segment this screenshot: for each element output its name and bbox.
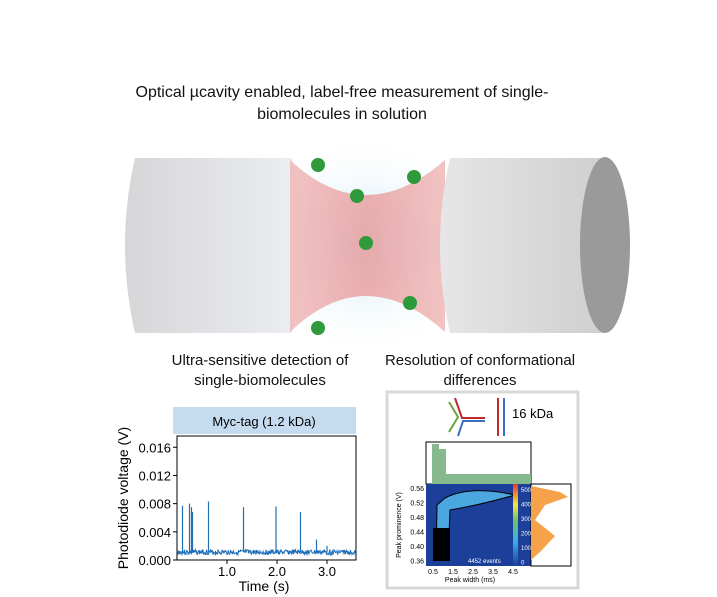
- inset-y-tick: 0.56: [410, 486, 424, 493]
- colorbar-tick: 500: [521, 488, 532, 494]
- inset-x-tick: 2.5: [468, 569, 478, 576]
- events-label: 4452 events: [468, 559, 501, 565]
- conformation-inset: 16 kDa 4452 events 0.5 1.5 2.5 3.5 4.5 0.56 0.…: [385, 390, 580, 590]
- protein-icon: [359, 236, 373, 250]
- inset-y-tick: 0.40: [410, 544, 424, 551]
- inset-y-tick: 0.44: [410, 530, 424, 537]
- right-histogram: [531, 486, 568, 560]
- protein-icon: [407, 170, 421, 184]
- chart-title: Myc-tag (1.2 kDa): [212, 414, 315, 429]
- protein-icon: [403, 296, 417, 310]
- protein-icon: [311, 158, 325, 172]
- y-tick-label: 0.000: [138, 553, 171, 568]
- colorbar-tick: 0: [521, 561, 525, 567]
- y-tick-label: 0.004: [138, 525, 171, 540]
- protein-molecules: [311, 158, 421, 335]
- caption-conformation: Resolution of conformational differences: [384, 352, 576, 389]
- colorbar-tick: 400: [521, 503, 532, 509]
- inset-x-tick: 0.5: [428, 569, 438, 576]
- protein-icon: [311, 321, 325, 335]
- plot-area: [176, 435, 357, 561]
- x-axis-label: Time (s): [239, 578, 290, 594]
- trace-chart: Myc-tag (1.2 kDa) 0.000 0.004 0.008 0.012 0.…: [115, 407, 357, 594]
- top-histogram: [432, 444, 531, 484]
- chart-header: [173, 407, 356, 434]
- colorbar-tick: 200: [521, 532, 532, 538]
- inset-y-tick: 0.36: [410, 559, 424, 566]
- y-tick-label: 0.016: [138, 440, 171, 455]
- x-tick-label: 3.0: [318, 564, 336, 579]
- inset-y-label: Peak prominence (V): [396, 492, 403, 558]
- caption-detection: Ultra-sensitive detection of single-biom…: [171, 352, 349, 389]
- right-mirror: [440, 157, 630, 333]
- colorbar-tick: 100: [521, 546, 532, 552]
- figure-title: Optical µcavity enabled, label-free meas…: [135, 84, 549, 123]
- protein-icon: [350, 189, 364, 203]
- mass-label: 16 kDa: [512, 406, 554, 421]
- left-mirror: [125, 158, 301, 333]
- y-axis-label: Photodiode voltage (V): [115, 427, 131, 569]
- inset-y-tick: 0.52: [410, 501, 424, 508]
- contour: [435, 490, 516, 561]
- inset-x-tick: 4.5: [508, 569, 518, 576]
- x-tick-label: 1.0: [218, 564, 236, 579]
- baseline-noise: [176, 548, 357, 557]
- y-tick-label: 0.012: [138, 468, 171, 483]
- trace-series: [176, 501, 357, 557]
- inset-y-tick: 0.48: [410, 515, 424, 522]
- dna-structure-icon: [448, 397, 505, 437]
- colorbar-tick: 300: [521, 517, 532, 523]
- y-tick-label: 0.008: [138, 497, 171, 512]
- inset-x-tick: 1.5: [448, 569, 458, 576]
- inset-x-tick: 3.5: [488, 569, 498, 576]
- inset-x-label: Peak width (ms): [445, 577, 495, 584]
- x-tick-label: 2.0: [268, 564, 286, 579]
